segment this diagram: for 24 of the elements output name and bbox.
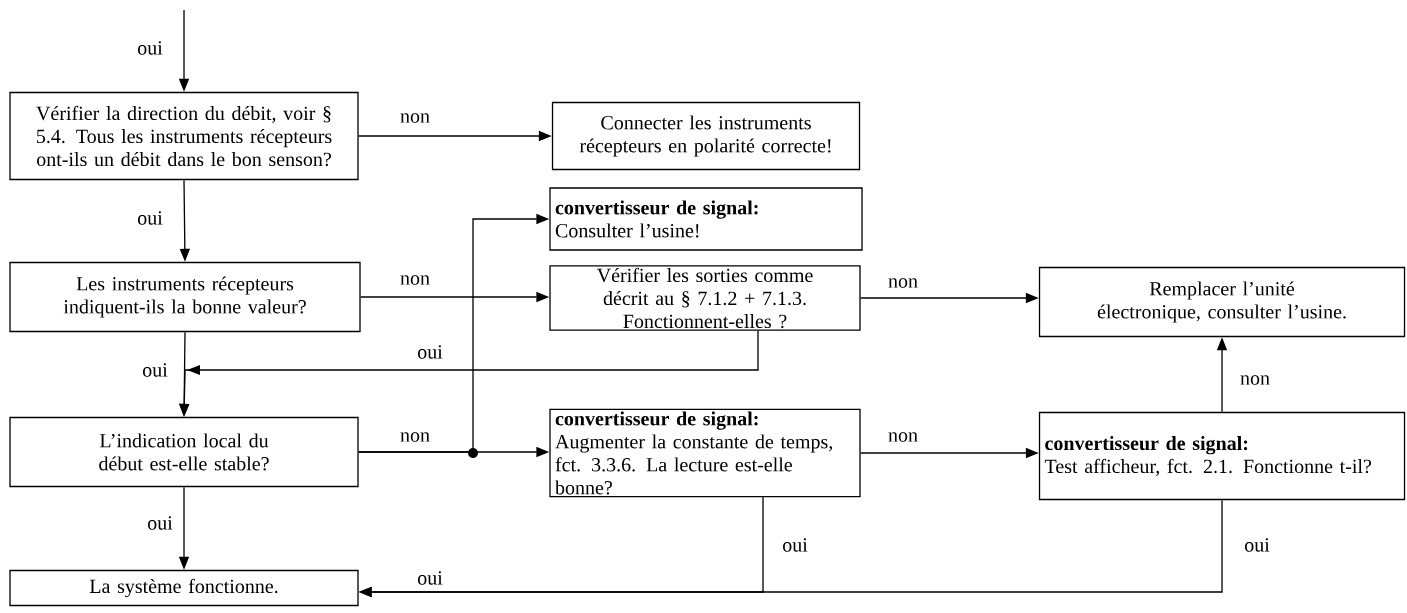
edge-label: oui	[146, 515, 174, 531]
edge-label: oui	[136, 210, 164, 226]
process-box: Connecter les instruments récepteurs en polarité correcte!	[551, 101, 861, 171]
edge-label: non	[1239, 374, 1271, 386]
decision-box: Vérifier les sorties comme décrit au § 7.1.2 + 7.1.3. Fonctionnent-elles ?	[549, 265, 861, 331]
process-box: convertisseur de signal: Consulter l’usine!	[549, 187, 863, 251]
process-box: La système fonctionne.	[9, 569, 359, 607]
edge-label: oui	[1243, 537, 1271, 553]
edge-label: non	[399, 431, 431, 443]
edge-label: non	[399, 274, 431, 286]
edge-label: oui	[141, 362, 169, 378]
decision-box: convertisseur de signal: Augmenter la constante de temps, fct. 3.3.6. La lecture est-elle bonne?	[549, 408, 861, 498]
decision-box: L’indication local du début est-elle stable?	[9, 416, 359, 488]
flow-label: oui	[416, 570, 444, 586]
edge-label: non	[399, 112, 431, 124]
edge-label: oui	[136, 40, 164, 56]
decision-box: Vérifier la direction du débit, voir § 5.4. Tous les instruments récepteurs ont-ils un débit dans le bon senson?	[9, 91, 359, 181]
edge-label: non	[887, 277, 919, 289]
edge-label: non	[887, 431, 919, 443]
edge-label: oui	[416, 344, 444, 360]
decision-box: Les instruments récepteurs indiquent-ils la bonne valeur?	[9, 261, 361, 333]
decision-box: convertisseur de signal: Test afficheur, fct. 2.1. Fonctionne t-il?	[1038, 411, 1406, 501]
edge-label: oui	[781, 537, 809, 553]
process-box: Remplacer l’unité électronique, consulter l’usine.	[1038, 266, 1406, 338]
